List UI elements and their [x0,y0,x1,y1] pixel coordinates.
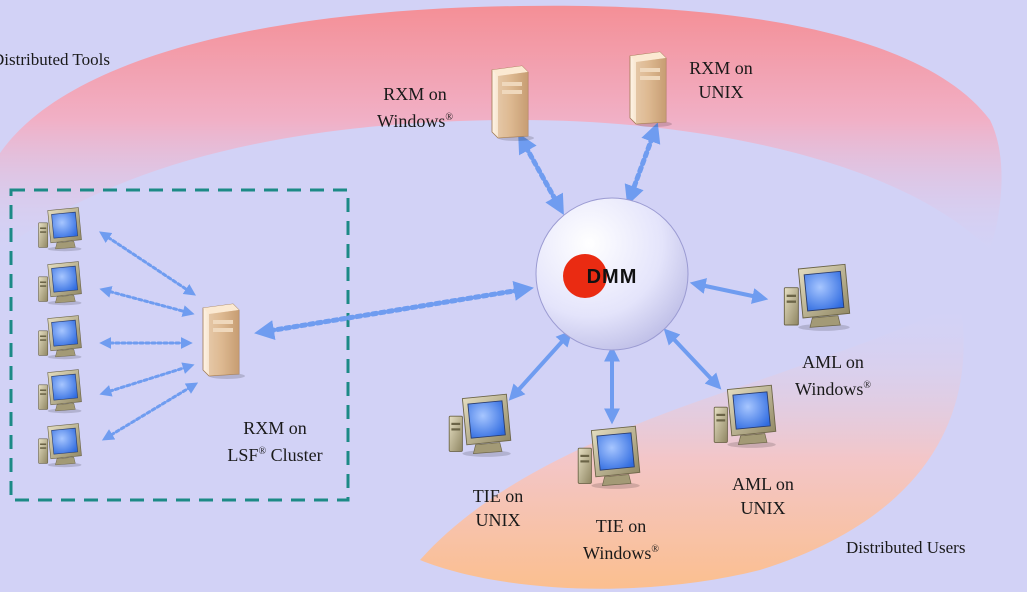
pc-icon-cluster-3 [38,315,82,360]
tools-region-band [0,5,1002,253]
pc-icon-tie-unix [448,393,512,458]
arrow-lsf-dmm [254,281,534,340]
dmm-logo-mark [563,254,607,298]
arrow-cluster-node-5 [101,382,199,441]
arrow-dmm-aml-windows [689,278,769,304]
arrow-dmm-tie-unix [508,330,573,401]
label-tie-windows: TIE on Windows® [583,516,659,563]
pc-icon-cluster-5 [38,423,82,468]
server-icon-rxm-windows [491,65,534,142]
label-rxm-unix: RXM on UNIX [689,58,753,102]
label-rxm-windows: RXM on Windows® [377,84,453,131]
label-tie-unix: TIE on UNIX [472,486,524,530]
arrow-rxm-windows-dmm [518,133,564,215]
connection-arrows [98,122,769,441]
arrow-cluster-node-1 [98,231,197,296]
dmm-logo-text: DMM [587,266,638,288]
users-region-band [420,300,964,589]
server-icon-rxm-unix [629,51,672,128]
arrow-rxm-unix-dmm [624,122,661,206]
arrow-cluster-node-2 [99,286,195,317]
lsf-cluster-boundary [9,188,350,502]
pc-icon-aml-windows [783,263,851,332]
distributed-users-label: Distributed Users [846,538,966,557]
pc-icon-cluster-4 [38,369,82,414]
arrow-dmm-aml-unix [663,328,722,390]
dmm-hub: DMM [535,197,689,351]
distributed-tools-label: Distributed Tools [0,50,110,69]
label-aml-windows: AML on Windows® [795,352,871,399]
server-icon-rxm-lsf [202,303,245,380]
pc-icon-cluster-2 [38,261,82,306]
label-rxm-lsf: RXM on LSF® Cluster [227,418,323,465]
arrow-cluster-node-4 [99,362,195,397]
label-aml-unix: AML on UNIX [732,474,794,518]
